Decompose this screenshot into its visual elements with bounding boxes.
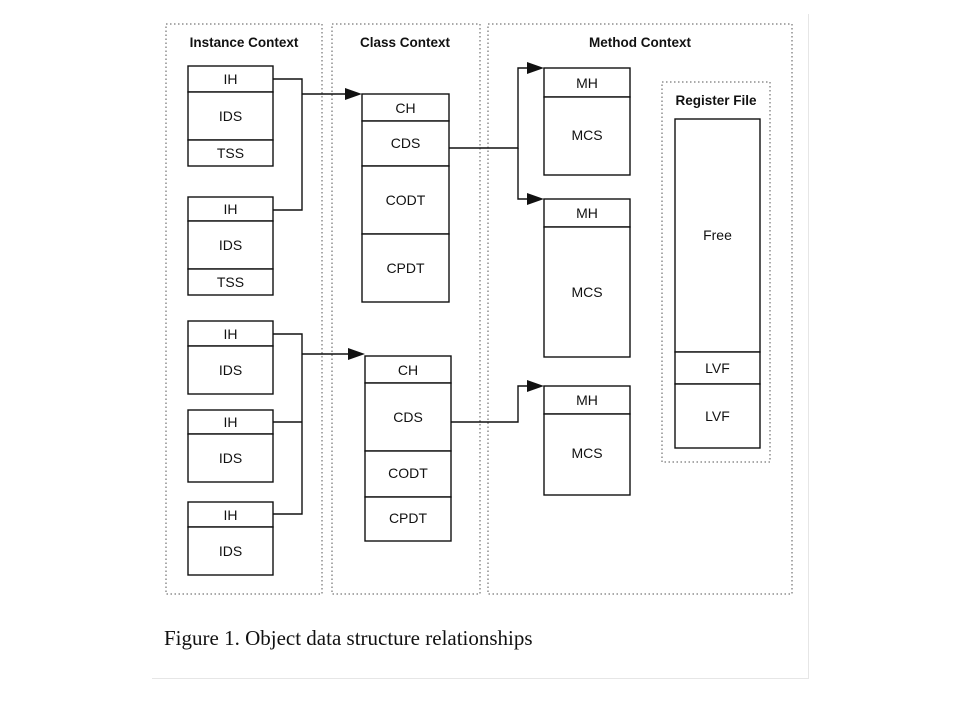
class-context-title: Class Context [360,35,451,50]
register-file-title: Register File [675,93,757,108]
cds-label: CDS [391,135,421,151]
cpdt-label: CPDT [389,510,428,526]
instance-object-3: IH IDS [187,320,274,395]
arrowhead [348,348,365,360]
ch-label: CH [398,362,418,378]
ids-label: IDS [219,108,242,124]
arrowhead [527,62,544,74]
class-to-method-connector-1 [449,62,544,205]
figure-caption: Figure 1. Object data structure relation… [164,626,533,650]
mh-label: MH [576,75,598,91]
method-context-region [487,23,793,595]
ids-cell [187,345,274,395]
class-to-method-connector-2 [451,380,544,423]
tss-cell [187,139,274,167]
mh-label: MH [576,392,598,408]
mh-cell [543,385,631,415]
instance-object-2: IH IDS TSS [187,196,274,296]
ih-label: IH [224,71,238,87]
ids-label: IDS [219,450,242,466]
ids-cell [187,526,274,576]
codt-cell [364,450,452,498]
mh-cell [543,198,631,228]
mcs-cell [543,226,631,358]
cds-cell [361,120,450,167]
method-object-1: MH MCS [543,67,631,176]
cpdt-cell [364,496,452,542]
codt-cell [361,165,450,235]
instance-context-region [165,23,323,595]
arrowhead [527,193,544,205]
ih-cell [187,320,274,347]
tss-label: TSS [217,274,244,290]
mcs-label: MCS [571,445,602,461]
arrowhead [527,380,544,392]
codt-label: CODT [388,465,428,481]
class-object-2: CH CDS CODT CPDT [364,355,452,542]
arrowhead [345,88,362,100]
mcs-cell [543,413,631,496]
ch-label: CH [395,100,415,116]
method-object-2: MH MCS [543,198,631,358]
mcs-label: MCS [571,284,602,300]
ids-label: IDS [219,543,242,559]
free-label: Free [703,227,732,243]
mh-cell [543,67,631,98]
ih-label: IH [224,507,238,523]
instance-context-title: Instance Context [190,35,299,50]
ids-cell [187,220,274,270]
mcs-label: MCS [571,127,602,143]
lvf-label: LVF [705,408,730,424]
mcs-cell [543,96,631,176]
ids-cell [187,433,274,483]
tss-label: TSS [217,145,244,161]
tss-cell [187,268,274,296]
instance-object-5: IH IDS [187,501,274,576]
lvf-label: LVF [705,360,730,376]
ids-cell [187,91,274,141]
class-context-region [331,23,481,595]
ids-label: IDS [219,362,242,378]
instance-to-class-connector-1 [273,78,362,211]
cpdt-cell [361,233,450,303]
instance-object-4: IH IDS [187,409,274,483]
method-context-title: Method Context [589,35,691,50]
ids-label: IDS [219,237,242,253]
class-object-1: CH CDS CODT CPDT [361,93,450,303]
instance-to-class-connector-2 [273,333,365,515]
ih-cell [187,501,274,528]
method-object-3: MH MCS [543,385,631,496]
ch-cell [361,93,450,122]
ih-label: IH [224,326,238,342]
ih-label: IH [224,201,238,217]
register-file-stack: Free LVF LVF [674,118,761,449]
cds-label: CDS [393,409,423,425]
ih-label: IH [224,414,238,430]
cpdt-label: CPDT [386,260,425,276]
instance-object-1: IH IDS TSS [187,65,274,167]
codt-label: CODT [386,192,426,208]
lvf-cell [674,383,761,449]
mh-label: MH [576,205,598,221]
